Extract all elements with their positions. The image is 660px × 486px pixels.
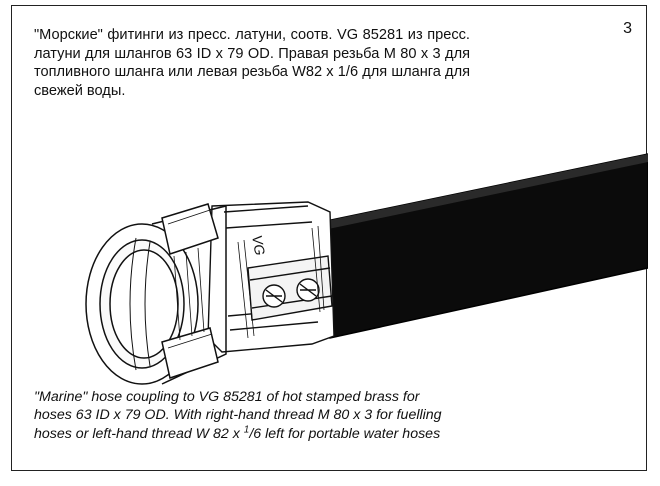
- coupling-nut: [85, 203, 227, 385]
- page-number: 3: [623, 20, 632, 37]
- english-line-3: hoses or left-hand thread W 82 x 1/6 lef…: [34, 425, 594, 443]
- coupling-marking: VG: [249, 234, 268, 257]
- english-line-3-end: /6 left for portable water hoses: [249, 425, 441, 442]
- english-line-1: "Marine" hose coupling to VG 85281 of ho…: [34, 389, 420, 405]
- fraction-numerator: 1: [243, 424, 250, 436]
- english-line-2: hoses 63 ID x 79 OD. With right-hand thr…: [34, 407, 442, 424]
- hose-coupling-illustration: VG: [85, 153, 648, 385]
- coupling-body: [207, 201, 335, 353]
- english-description: "Marine" hose coupling to VG 85281 of ho…: [34, 388, 594, 443]
- document-frame: 3 "Морские" фитинги из пресс. латуни, со…: [11, 5, 648, 471]
- russian-description: "Морские" фитинги из пресс. латуни, соот…: [34, 27, 470, 99]
- english-line-3-start: hoses or left-hand thread W 82 x: [34, 425, 244, 442]
- hose: [311, 153, 648, 339]
